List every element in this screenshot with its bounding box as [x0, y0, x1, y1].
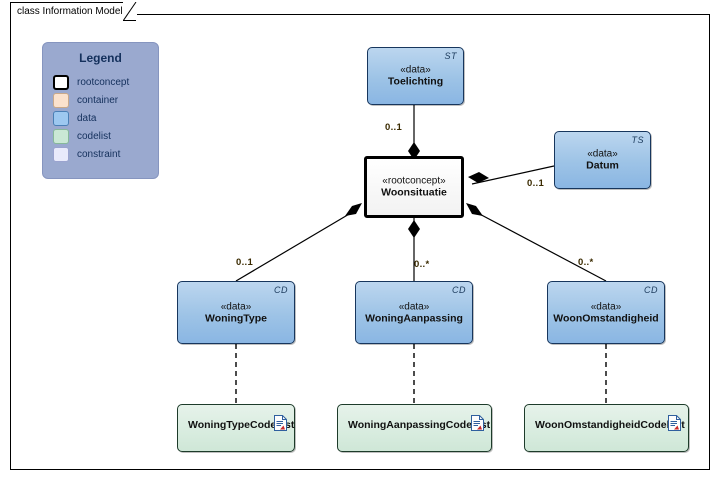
legend-label-rootconcept: rootconcept	[77, 76, 130, 88]
node-corner-marker: CD	[274, 285, 288, 295]
class-node-toelichting[interactable]: ST «data» Toelichting	[367, 47, 464, 105]
class-node-woningaanpassingcodelijst[interactable]: WoningAanpassingCodelijst	[337, 404, 492, 452]
node-name: WoningTypeCodelijst	[188, 419, 295, 431]
legend-panel: Legend rootconcept container data codeli…	[42, 42, 159, 179]
node-corner-marker: CD	[644, 285, 658, 295]
node-corner-marker: ST	[444, 51, 457, 61]
legend-swatch-data	[53, 110, 69, 126]
class-node-woonomstandigheidcodelijst[interactable]: WoonOmstandigheidCodelijst	[524, 404, 689, 452]
multiplicity-toelichting: 0..1	[385, 122, 403, 133]
legend-title: Legend	[79, 51, 122, 65]
node-stereotype: «data»	[590, 301, 622, 312]
legend-list: rootconcept container data codelist cons…	[43, 73, 158, 163]
legend-label-container: container	[77, 94, 119, 106]
document-icon	[274, 415, 287, 436]
node-name: Datum	[586, 159, 619, 172]
legend-item-data: data	[53, 109, 158, 127]
node-name: Toelichting	[387, 75, 444, 88]
multiplicity-datum: 0..1	[527, 178, 545, 189]
class-node-woonomstandigheid[interactable]: CD «data» WoonOmstandigheid	[547, 281, 665, 344]
node-name: WoningType	[204, 312, 268, 324]
diagram-title: class Information Model	[17, 6, 123, 17]
node-name: Woonsituatie	[381, 186, 447, 199]
node-name: WoonOmstandigheid	[553, 312, 659, 324]
node-stereotype: «data»	[398, 301, 430, 312]
legend-label-codelist: codelist	[77, 130, 111, 142]
legend-swatch-codelist	[53, 128, 69, 144]
class-node-woonsituatie[interactable]: «rootconcept» Woonsituatie	[364, 156, 464, 218]
multiplicity-woonomstandigheid: 0..*	[578, 257, 594, 268]
node-name: WoningAanpassing	[365, 312, 463, 324]
class-node-woningaanpassing[interactable]: CD «data» WoningAanpassing	[355, 281, 473, 344]
legend-swatch-constraint	[53, 146, 69, 162]
legend-label-data: data	[77, 112, 97, 124]
legend-item-rootconcept: rootconcept	[53, 73, 158, 91]
class-node-woningtypecodelijst[interactable]: WoningTypeCodelijst	[177, 404, 295, 452]
legend-swatch-rootconcept	[53, 74, 69, 90]
class-node-woningtype[interactable]: CD «data» WoningType	[177, 281, 295, 344]
legend-swatch-container	[53, 92, 69, 108]
legend-item-constraint: constraint	[53, 145, 158, 163]
node-corner-marker: TS	[631, 135, 644, 145]
legend-label-constraint: constraint	[77, 148, 121, 160]
diagram-tab-slant	[123, 2, 137, 21]
node-name: WoningAanpassingCodelijst	[348, 419, 491, 431]
document-icon	[668, 415, 681, 436]
node-corner-marker: CD	[452, 285, 466, 295]
class-node-datum[interactable]: TS «data» Datum	[554, 131, 651, 189]
node-stereotype: «data»	[587, 148, 618, 160]
node-stereotype: «data»	[220, 301, 252, 312]
legend-item-container: container	[53, 91, 158, 109]
diagram-title-tab: class Information Model	[10, 2, 130, 20]
node-name: WoonOmstandigheidCodelijst	[535, 419, 685, 431]
node-stereotype: «rootconcept»	[382, 175, 446, 187]
document-icon	[471, 415, 484, 436]
node-stereotype: «data»	[400, 64, 431, 76]
multiplicity-woningaanpassing: 0..*	[414, 259, 430, 270]
multiplicity-woningtype: 0..1	[236, 257, 254, 268]
legend-item-codelist: codelist	[53, 127, 158, 145]
